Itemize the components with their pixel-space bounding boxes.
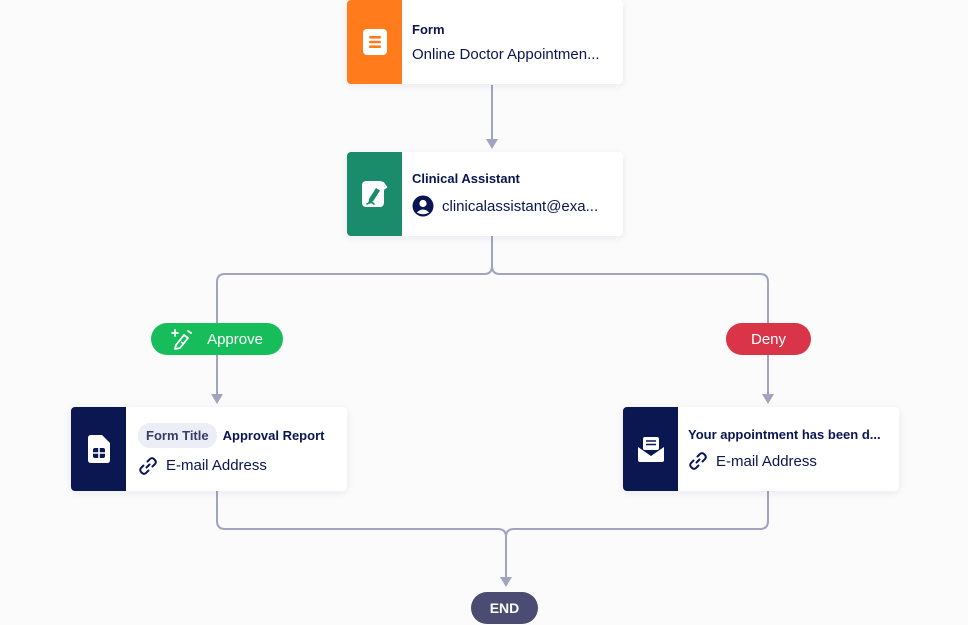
arrow-head-approval — [211, 394, 223, 404]
form-node-title: Form — [412, 21, 445, 37]
end-label: END — [489, 600, 520, 616]
form-node-body: Form Online Doctor Appointmen... — [402, 0, 623, 84]
approve-branch-label[interactable]: Approve — [151, 323, 283, 355]
approval-node-body: Form Title Approval Report E-mail Addres… — [126, 407, 347, 491]
form-name: Online Doctor Appointmen... — [412, 45, 600, 63]
form-title-tag: Form Title — [138, 422, 217, 448]
deny-node-title: Your appointment has been d... — [688, 427, 881, 442]
form-node[interactable]: Form Online Doctor Appointmen... — [347, 0, 623, 84]
approval-node-subtitle: E-mail Address — [138, 456, 337, 476]
assistant-node-subtitle: clinicalassistant@exa... — [412, 195, 613, 217]
user-icon — [412, 195, 434, 217]
link-icon — [139, 456, 157, 475]
deny-email-node[interactable]: Your appointment has been d... E-mail Ad… — [623, 407, 899, 491]
assistant-node-icon-area — [347, 152, 402, 236]
report-document-icon — [87, 435, 110, 463]
deny-node-body: Your appointment has been d... E-mail Ad… — [678, 407, 899, 491]
deny-node-icon-area — [623, 407, 678, 491]
form-node-subtitle: Online Doctor Appointmen... — [412, 46, 613, 63]
link-icon — [689, 452, 707, 470]
signature-document-icon — [361, 181, 388, 207]
approve-label: Approve — [207, 330, 263, 348]
form-node-icon-area — [347, 0, 402, 84]
connector-assistant-deny — [491, 265, 769, 395]
arrow-head-end — [500, 577, 512, 587]
email-envelope-icon — [637, 437, 664, 462]
end-node[interactable]: END — [471, 592, 538, 624]
arrow-head-assistant — [486, 139, 498, 149]
approval-email-field: E-mail Address — [166, 457, 267, 474]
connector-approval-to-end — [216, 491, 507, 578]
connector-assistant-branch — [216, 236, 493, 395]
approval-node-icon-area — [71, 407, 126, 491]
connector-deny-to-end — [505, 491, 769, 538]
approval-node-title-row: Form Title Approval Report — [138, 422, 337, 448]
approval-node-title: Approval Report — [222, 427, 325, 443]
deny-branch-label[interactable]: Deny — [726, 323, 811, 355]
approval-report-node[interactable]: Form Title Approval Report E-mail Addres… — [71, 407, 347, 491]
assistant-email: clinicalassistant@exa... — [442, 197, 599, 215]
deny-email-field: E-mail Address — [716, 452, 817, 470]
approve-pen-icon — [171, 329, 192, 350]
deny-node-subtitle: E-mail Address — [688, 451, 889, 471]
assistant-node-body: Clinical Assistant clinicalassistant@exa… — [402, 152, 623, 236]
deny-label: Deny — [750, 330, 787, 348]
form-document-icon — [362, 29, 387, 55]
clinical-assistant-node[interactable]: Clinical Assistant clinicalassistant@exa… — [347, 152, 623, 236]
arrow-head-deny — [762, 394, 774, 404]
assistant-node-title: Clinical Assistant — [412, 171, 520, 186]
